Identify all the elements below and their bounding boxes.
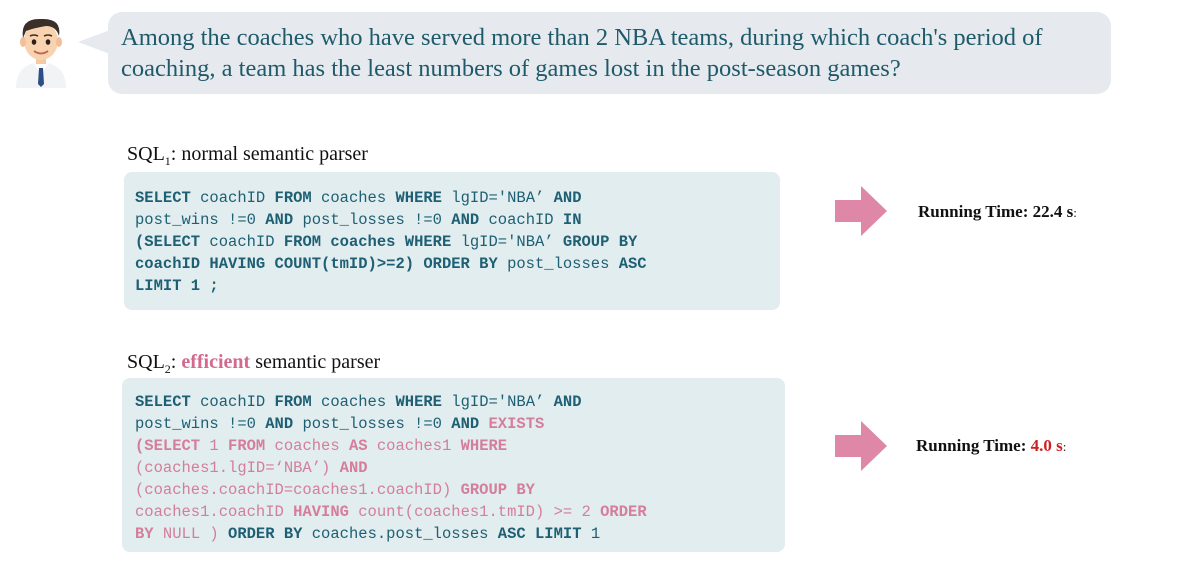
sql2-code: SELECT coachID FROM coaches WHERE lgID='…	[135, 391, 647, 545]
code-token: AND	[451, 211, 480, 229]
code-token: FROM	[274, 393, 312, 411]
sql2-running-time-value: 4.0 s	[1030, 436, 1063, 455]
code-token: coaches	[265, 437, 349, 455]
sql1-code-box	[124, 172, 780, 310]
code-token: post_wins !=0	[135, 211, 266, 229]
label-fragment: Running Time: 22.4 s	[918, 202, 1074, 221]
label-fragment: :	[1062, 439, 1067, 454]
code-token: BY	[135, 525, 154, 543]
code-token: ASC	[618, 255, 647, 273]
code-token: LIMIT 1 ;	[135, 277, 219, 295]
sql2-title-subscript: 2	[164, 362, 171, 376]
question-bubble	[108, 12, 1111, 94]
code-token: coaches.post_losses	[302, 525, 498, 543]
code-token: 1	[200, 437, 229, 455]
sql2-title-rest: semantic parser	[250, 351, 381, 373]
code-token: 1	[581, 525, 601, 543]
code-token: AND	[553, 189, 582, 207]
code-token: coachID HAVING COUNT(tmID)>=2) ORDER BY	[135, 255, 498, 273]
code-token: SELECT	[135, 189, 191, 207]
code-token: coachID	[479, 211, 563, 229]
code-token: WHERE	[395, 189, 442, 207]
code-token: ORDER BY	[228, 525, 303, 543]
code-token: coachID	[190, 393, 275, 411]
sql1-running-time: Running Time: 22.4 s:	[918, 202, 1077, 222]
question-text: Among the coaches who have served more t…	[121, 24, 1043, 82]
code-token: IN	[562, 211, 582, 229]
code-token: AND	[265, 211, 294, 229]
code-token: post_losses !=0	[293, 211, 452, 229]
code-token: WHERE	[395, 393, 442, 411]
code-token: post_losses	[497, 255, 619, 273]
right-arrow-icon	[835, 186, 887, 236]
code-token: GROUP BY	[562, 233, 638, 251]
sql1-title-rest: : normal semantic parser	[170, 143, 368, 165]
code-token: GROUP BY	[460, 481, 535, 499]
code-token: WHERE	[460, 437, 508, 455]
code-token: post_wins !=0	[135, 415, 266, 433]
code-token: coaches1.coachID	[135, 503, 294, 521]
code-token: lgID='NBA’	[451, 233, 563, 251]
code-token: FROM coaches WHERE	[283, 233, 452, 251]
sql1-title-prefix: SQL	[127, 143, 165, 165]
code-token: (SELECT	[135, 437, 201, 455]
code-token: AND	[265, 415, 294, 433]
right-arrow-icon	[835, 421, 887, 471]
code-token: SELECT	[135, 393, 191, 411]
sql1-title-subscript: 1	[164, 154, 171, 168]
sql2-title-prefix: SQL	[127, 351, 165, 373]
code-token: coachID	[190, 189, 275, 207]
code-token: coaches	[311, 189, 396, 207]
code-token: ASC LIMIT	[497, 525, 582, 543]
code-token: (SELECT	[135, 233, 201, 251]
code-token: AS	[348, 437, 368, 455]
code-token: lgID='NBA’	[441, 393, 554, 411]
code-token: coachID	[200, 233, 284, 251]
code-token: (coaches.coachID=coaches1.coachID)	[135, 481, 461, 499]
label-fragment: :	[1073, 205, 1077, 220]
label-fragment: :	[170, 351, 182, 373]
code-token: post_losses !=0	[293, 415, 452, 433]
code-token: lgID='NBA’	[441, 189, 554, 207]
sql2-title-emphasis: efficient	[181, 351, 251, 373]
label-fragment: Running Time:	[916, 436, 1031, 455]
sql2-title: SQL2: efficient semantic parser	[127, 351, 380, 377]
sql2-code-box	[122, 378, 785, 552]
code-token: NULL )	[153, 525, 229, 543]
code-token: ORDER	[600, 503, 647, 521]
sql1-title: SQL1: normal semantic parser	[127, 143, 368, 169]
code-token: HAVING	[293, 503, 349, 521]
code-token: count(coaches1.tmID) >= 2	[348, 503, 601, 521]
code-token: FROM	[274, 189, 312, 207]
speech-bubble-tail	[78, 30, 110, 54]
code-token: FROM	[228, 437, 266, 455]
code-token: AND	[339, 459, 368, 477]
user-avatar-icon	[16, 18, 66, 88]
sql2-running-time: Running Time: 4.0 s:	[916, 436, 1066, 456]
code-token: AND	[553, 393, 582, 411]
code-token: coaches	[311, 393, 396, 411]
code-token: EXISTS	[479, 415, 545, 433]
code-token: (coaches1.lgID=‘NBA’)	[135, 459, 340, 477]
sql1-code: SELECT coachID FROM coaches WHERE lgID='…	[135, 187, 647, 297]
code-token: coaches1	[367, 437, 461, 455]
code-token: AND	[451, 415, 480, 433]
